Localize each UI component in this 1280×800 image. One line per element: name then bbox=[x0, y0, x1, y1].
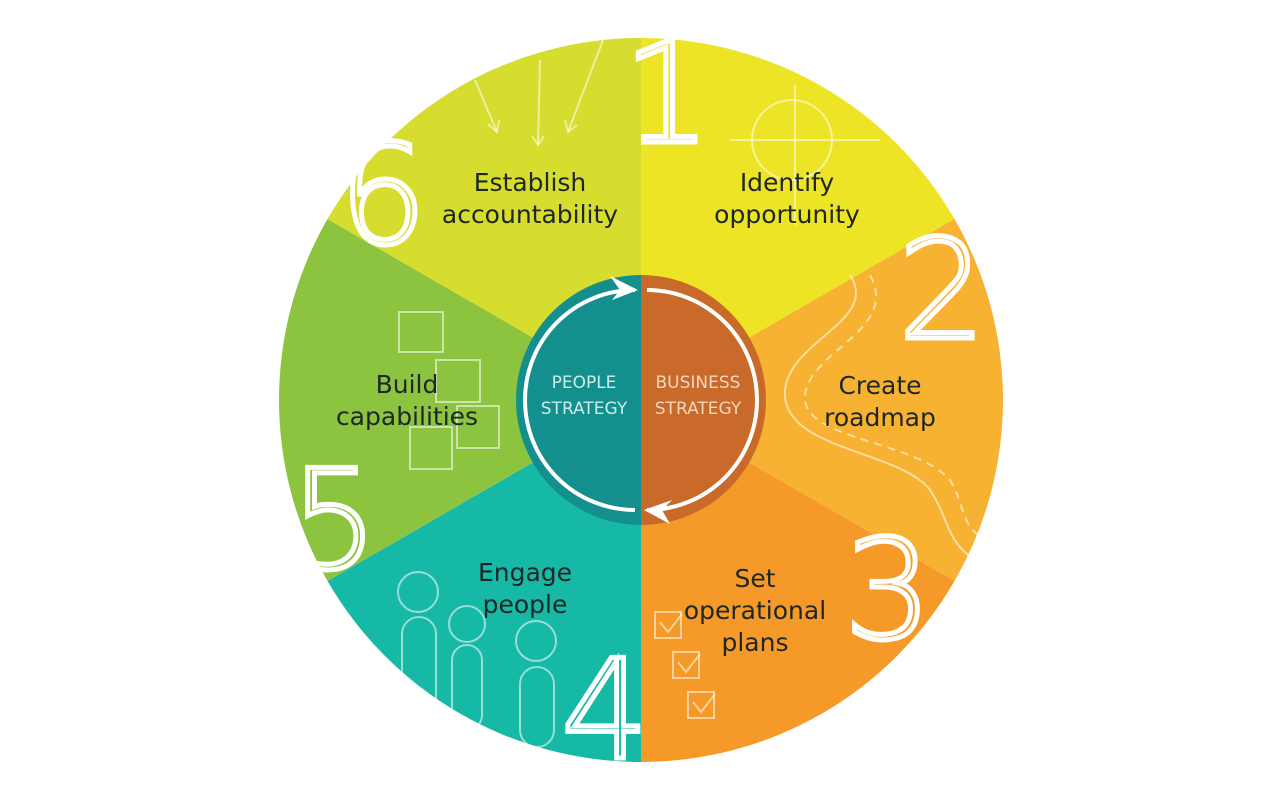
step-6-label-line1: Establish bbox=[474, 168, 587, 197]
arrow-head-top-icon bbox=[610, 276, 638, 300]
step-4-label-line1: Engage bbox=[478, 558, 572, 587]
business-strategy-line2: STRATEGY bbox=[655, 399, 742, 419]
step-number-2: 2 bbox=[898, 210, 986, 371]
step-5-label-line1: Build bbox=[376, 370, 439, 399]
arrow-head-bottom-icon bbox=[644, 500, 672, 524]
arrows-icon bbox=[474, 39, 604, 147]
step-5-label-line2: capabilities bbox=[336, 402, 478, 431]
cycle-arrow-top bbox=[523, 288, 636, 512]
step-1-label-line2: opportunity bbox=[714, 200, 860, 229]
target-crosshair-icon bbox=[730, 85, 880, 225]
people-strategy-line2: STRATEGY bbox=[541, 399, 628, 419]
road-icon bbox=[783, 274, 986, 561]
people-strategy-line1: PEOPLE bbox=[552, 373, 617, 393]
checklist-icon bbox=[654, 611, 716, 719]
blocks-icon bbox=[398, 311, 500, 470]
step-2-label-line2: roadmap bbox=[824, 403, 936, 432]
step-3-label-line1: Set bbox=[734, 564, 775, 593]
step-1-label-line1: Identify bbox=[740, 168, 835, 197]
step-number-1: 1 bbox=[623, 14, 711, 175]
step-number-6: 6 bbox=[339, 115, 427, 276]
step-number-5: 5 bbox=[290, 440, 378, 601]
people-icon bbox=[397, 571, 557, 748]
step-3-label-line2: operational bbox=[684, 596, 826, 625]
core-circle: PEOPLE STRATEGY BUSINESS STRATEGY bbox=[516, 275, 766, 525]
people-strategy-half bbox=[516, 275, 641, 525]
step-4-label-line2: people bbox=[483, 590, 568, 619]
business-strategy-line1: BUSINESS bbox=[656, 373, 741, 393]
step-3-label-line3: plans bbox=[721, 628, 788, 657]
cycle-arrow-bottom bbox=[646, 288, 759, 512]
wedge-step-2 bbox=[641, 219, 1003, 581]
step-2-label-line1: Create bbox=[838, 371, 921, 400]
step-6-label-line2: accountability bbox=[442, 200, 618, 229]
step-number-3: 3 bbox=[844, 510, 932, 671]
wedge-step-5 bbox=[279, 219, 641, 581]
step-number-4: 4 bbox=[561, 630, 649, 791]
business-strategy-half bbox=[641, 275, 766, 525]
